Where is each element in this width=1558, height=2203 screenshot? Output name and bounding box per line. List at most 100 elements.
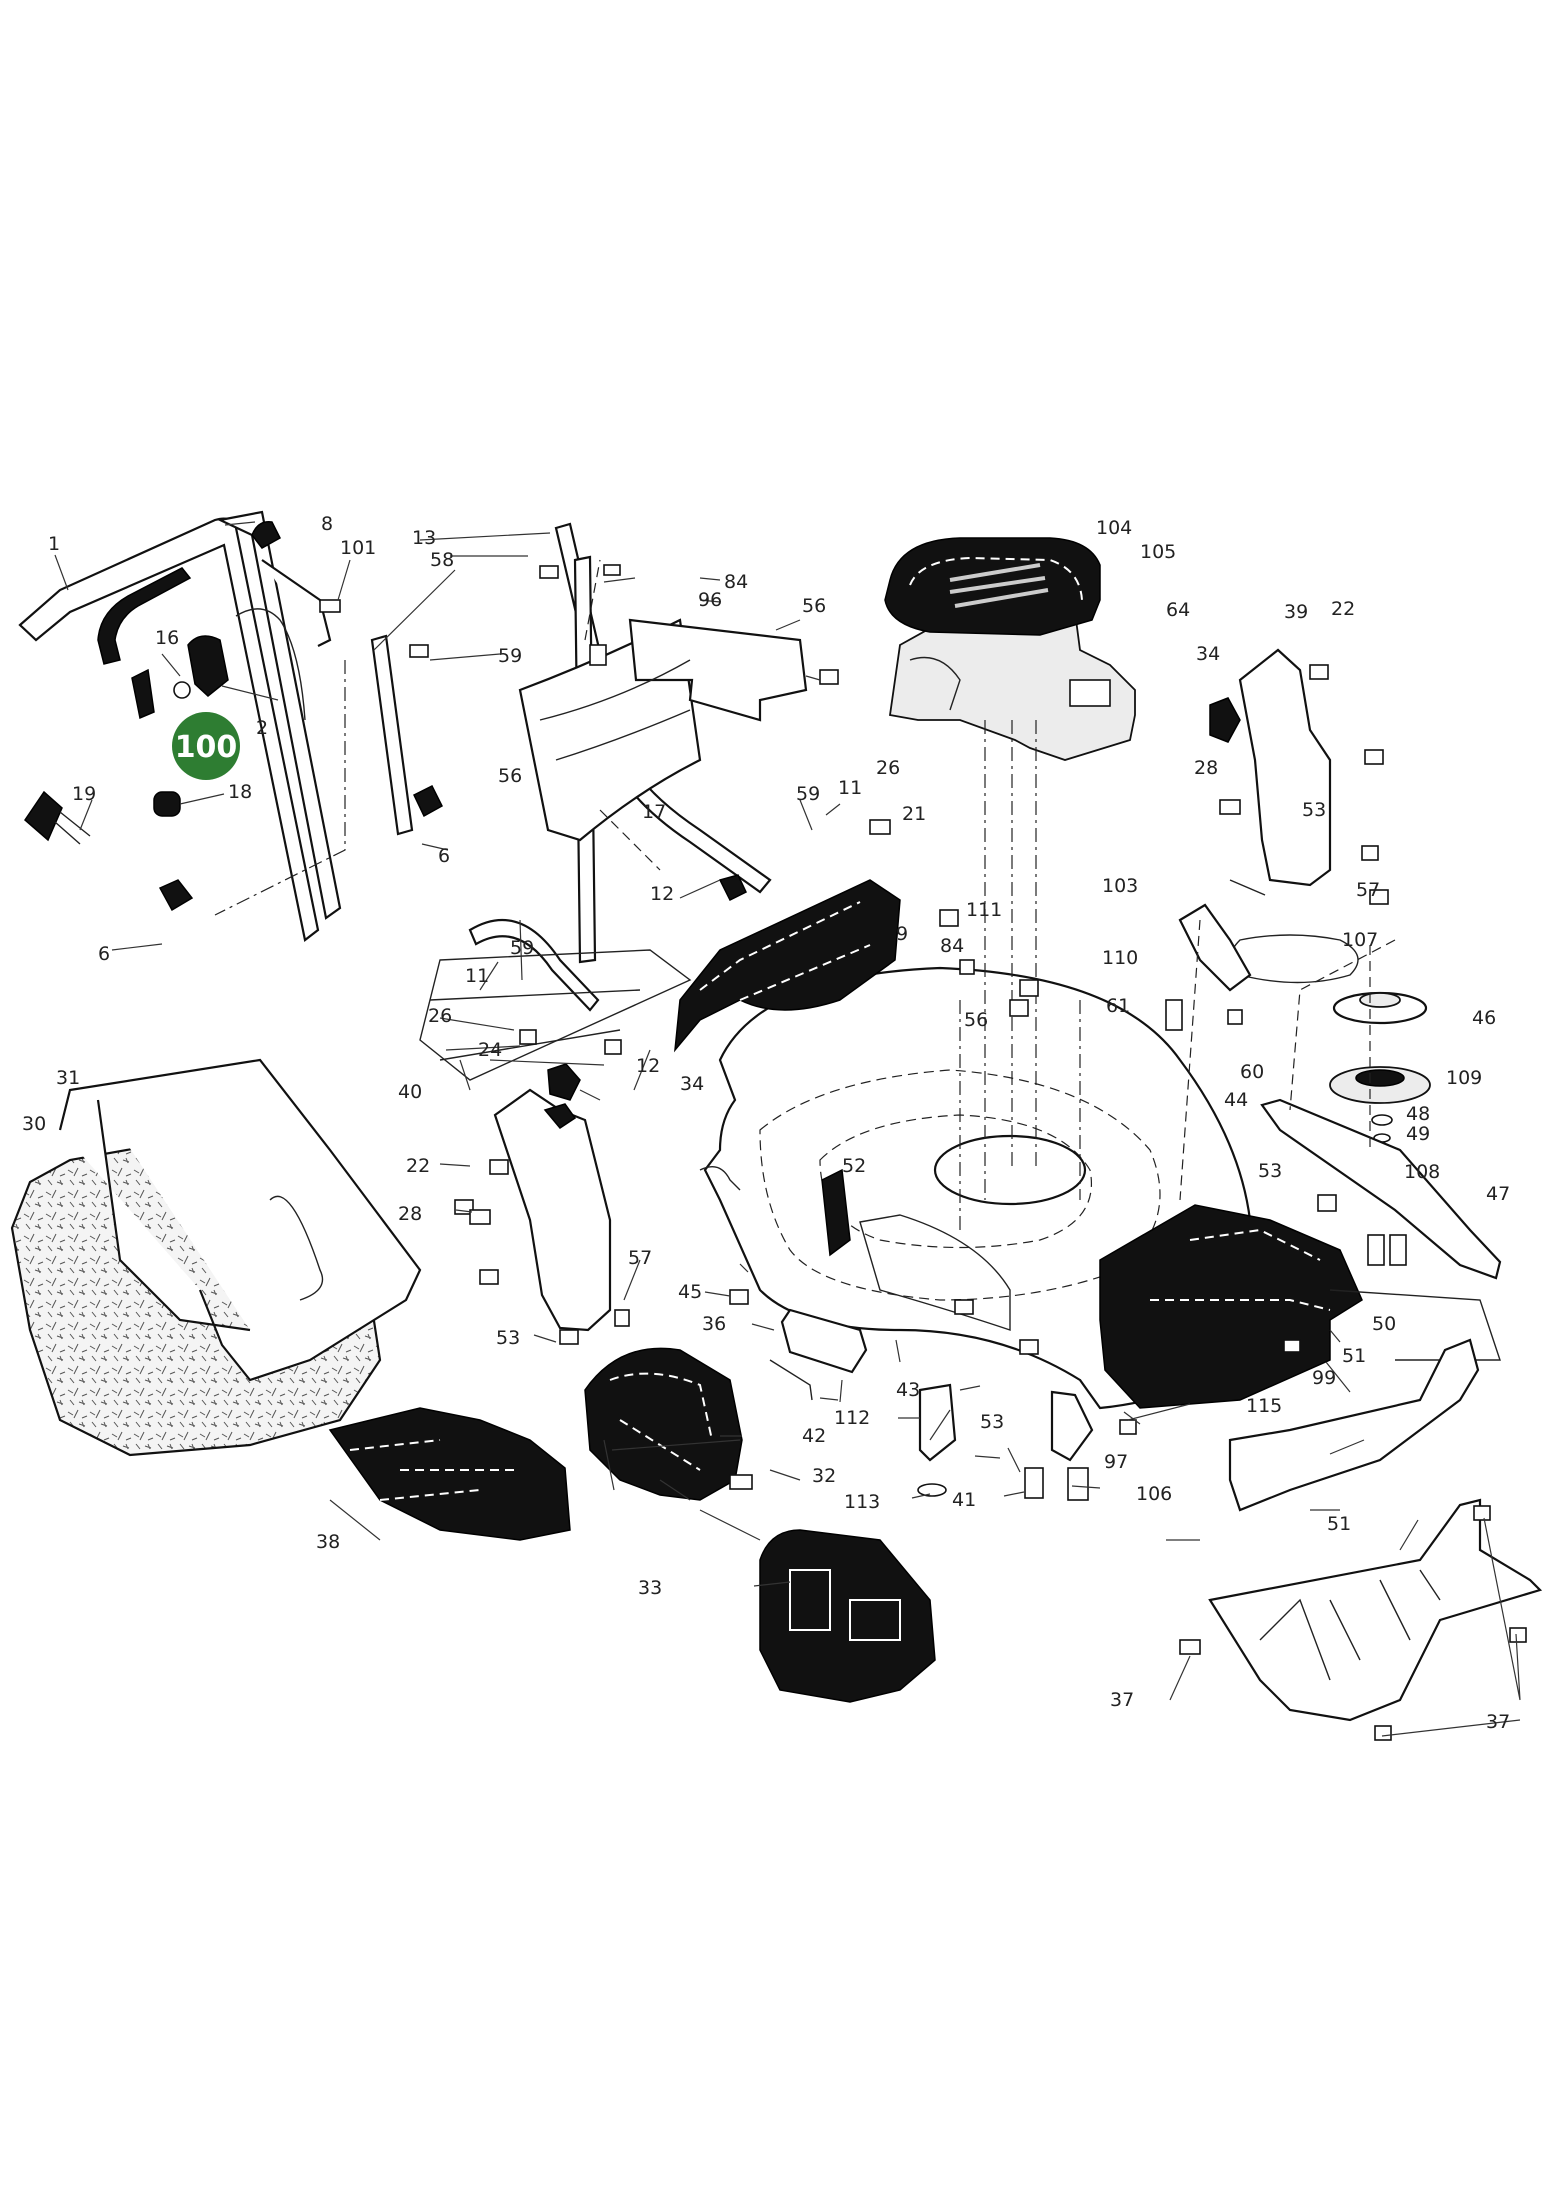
- part-label: 41: [952, 1489, 976, 1511]
- part-label: 26: [428, 1005, 452, 1027]
- part-label: 16: [155, 627, 179, 649]
- front-axle-cover: [1228, 1338, 1480, 1512]
- part-label: 101: [340, 537, 376, 559]
- part-label: 51: [1342, 1345, 1366, 1367]
- part-label: 21: [902, 803, 926, 825]
- part-label: 37: [1486, 1711, 1510, 1733]
- engine-axis-lines: [959, 720, 1081, 1230]
- part-label: 50: [1372, 1313, 1396, 1335]
- part-label: 38: [316, 1531, 340, 1553]
- part-label: 48: [1406, 1103, 1430, 1125]
- part-label: 61: [1106, 995, 1130, 1017]
- part-label: 24: [478, 1039, 502, 1061]
- part-label: 59: [796, 783, 820, 805]
- part-label: 53: [496, 1327, 520, 1349]
- part-label: 19: [72, 783, 96, 805]
- part-label: 53: [1258, 1160, 1282, 1182]
- part-label: 36: [702, 1313, 726, 1335]
- control-lever-assembly: [131, 608, 306, 721]
- part-label: 97: [1104, 1451, 1128, 1473]
- part-label: 37: [1110, 1689, 1134, 1711]
- part-label: 111: [966, 899, 1002, 921]
- part-label: 12: [650, 883, 674, 905]
- part-label: 1: [48, 533, 60, 555]
- upper-handle: [18, 510, 342, 942]
- front-cover: [1099, 1204, 1363, 1409]
- part-label: 39: [1284, 601, 1308, 623]
- part-label: 110: [1102, 947, 1138, 969]
- part-label: 28: [1194, 757, 1218, 779]
- left-wheel-bracket: [493, 1063, 612, 1332]
- part-label: 59: [498, 645, 522, 667]
- part-number-labels: 1 2 6 6 8 9 11 11 12 12 13 16 17 18 19 2…: [22, 513, 1510, 1733]
- part-label: 64: [1166, 599, 1190, 621]
- part-label: 104: [1096, 517, 1132, 539]
- grass-bag: [10, 1058, 422, 1457]
- rear-flap: [674, 879, 901, 1053]
- part-label: 47: [1486, 1183, 1510, 1205]
- part-label: 56: [802, 595, 826, 617]
- part-label: 84: [724, 571, 748, 593]
- part-label: 96: [698, 589, 722, 611]
- part-label: 53: [1302, 799, 1326, 821]
- part-label: 106: [1136, 1483, 1172, 1505]
- part-label: 11: [465, 965, 489, 987]
- handle-brackets: [518, 618, 808, 842]
- part-label: 8: [321, 513, 333, 535]
- part-label: 13: [412, 527, 436, 549]
- part-label: 6: [98, 943, 110, 965]
- part-label: 57: [628, 1247, 652, 1269]
- part-label: 34: [1196, 643, 1220, 665]
- part-label: 99: [1312, 1367, 1336, 1389]
- part-label: 115: [1246, 1395, 1282, 1417]
- part-label: 112: [834, 1407, 870, 1429]
- part-label: 17: [642, 801, 666, 823]
- drive-belt-assembly: [1178, 879, 1359, 992]
- part-label: 32: [812, 1465, 836, 1487]
- part-label: 30: [22, 1113, 46, 1135]
- skid-plate: [1208, 1498, 1543, 1722]
- leader-lines: [54, 521, 1521, 1737]
- part-label: 108: [1404, 1161, 1440, 1183]
- part-label: 40: [398, 1081, 422, 1103]
- highlight-badge-label: 100: [175, 730, 238, 765]
- part-label: 18: [228, 781, 252, 803]
- part-label: 59: [510, 937, 534, 959]
- dashed-guides-handle: [214, 559, 692, 1081]
- handle-knobs: [24, 784, 443, 912]
- part-label: 31: [56, 1067, 80, 1089]
- wheel-bracket-right: [1209, 648, 1332, 887]
- highlight-badge[interactable]: 100: [172, 712, 240, 780]
- part-label: 46: [1472, 1007, 1496, 1029]
- part-label: 22: [406, 1155, 430, 1177]
- part-label: 34: [680, 1073, 704, 1095]
- part-label: 9: [896, 923, 908, 945]
- cutting-blade: [1260, 1098, 1502, 1280]
- part-label: 43: [896, 1379, 920, 1401]
- engine: [884, 537, 1136, 761]
- part-label: 105: [1140, 541, 1176, 563]
- part-label: 12: [636, 1055, 660, 1077]
- part-label: 42: [802, 1425, 826, 1447]
- part-label: 33: [638, 1577, 662, 1599]
- part-label: 22: [1331, 598, 1355, 620]
- part-label: 103: [1102, 875, 1138, 897]
- part-label: 60: [1240, 1061, 1264, 1083]
- fasteners: [319, 564, 1527, 1741]
- side-discharge-chute: [584, 1347, 743, 1501]
- part-label: 49: [1406, 1123, 1430, 1145]
- part-label: 84: [940, 935, 964, 957]
- part-label: 53: [980, 1411, 1004, 1433]
- highlight-badge-circle: [172, 712, 240, 780]
- part-label: 52: [842, 1155, 866, 1177]
- part-label: 26: [876, 757, 900, 779]
- height-adjust-lever: [769, 1308, 1094, 1462]
- part-label: 6: [438, 845, 450, 867]
- part-label: 28: [398, 1203, 422, 1225]
- part-label: 107: [1342, 929, 1378, 951]
- part-label: 51: [1327, 1513, 1351, 1535]
- part-label: 58: [430, 549, 454, 571]
- part-label: 11: [838, 777, 862, 799]
- part-label: 56: [964, 1009, 988, 1031]
